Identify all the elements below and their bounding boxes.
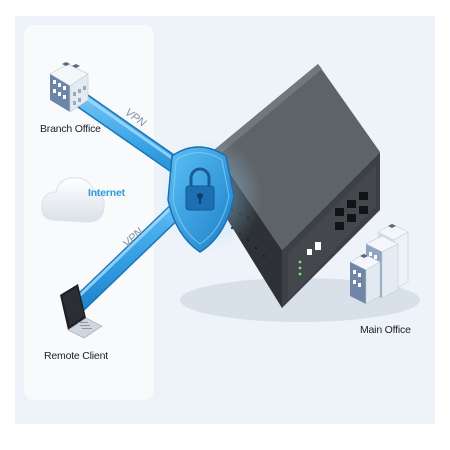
branch-office-label: Branch Office bbox=[40, 123, 101, 135]
main-office-label: Main Office bbox=[360, 324, 411, 336]
laptop-icon bbox=[60, 284, 103, 339]
lock-shield-icon bbox=[167, 146, 235, 253]
branch-office-building-icon bbox=[49, 62, 89, 113]
main-office-buildings-icon bbox=[349, 223, 409, 305]
internet-label: Internet bbox=[88, 187, 125, 199]
cloud-icon bbox=[41, 177, 105, 223]
remote-client-label: Remote Client bbox=[44, 350, 108, 362]
